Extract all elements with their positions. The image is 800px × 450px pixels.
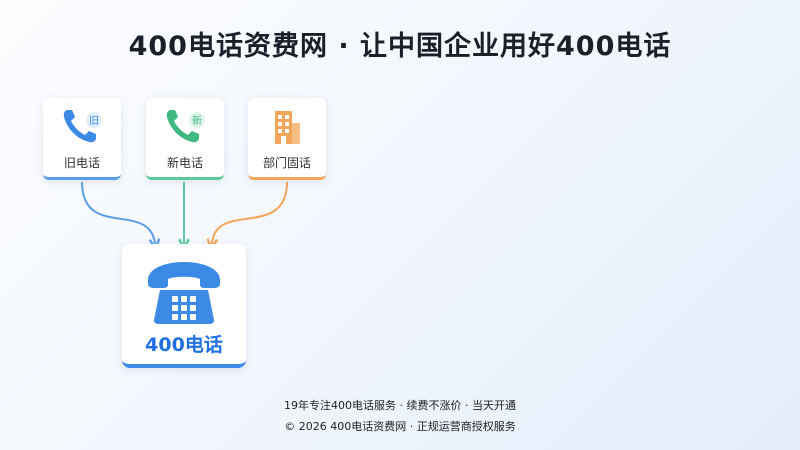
footer-copyright: © 2026 400电话资费网 · 正规运营商授权服务 <box>284 420 516 433</box>
page-title: 400电话资费网 · 让中国企业用好400电话 <box>128 31 672 62</box>
target-card-400: 400电话 <box>122 244 246 368</box>
source-card-old-phone: 旧 旧电话 <box>43 98 121 180</box>
arrow-old-to-400 <box>81 181 155 244</box>
source-label-new-phone: 新电话 <box>166 156 203 170</box>
source-card-new-phone: 新 新电话 <box>146 98 224 180</box>
target-label-400: 400电话 <box>145 334 223 356</box>
desk-phone-icon <box>142 258 226 328</box>
footer-tagline: 19年专注400电话服务 · 续费不涨价 · 当天开通 <box>284 399 516 412</box>
source-label-department: 部门固话 <box>262 156 311 170</box>
new-badge: 新 <box>192 114 202 127</box>
arrow-dept-to-400 <box>212 181 288 244</box>
new-phone-icon: 新 <box>163 106 207 148</box>
source-label-old-phone: 旧电话 <box>63 156 100 170</box>
source-card-department: 部门固话 <box>248 98 326 180</box>
old-badge: 旧 <box>89 115 99 127</box>
building-icon <box>265 106 309 148</box>
old-phone-icon: 旧 <box>60 106 104 148</box>
